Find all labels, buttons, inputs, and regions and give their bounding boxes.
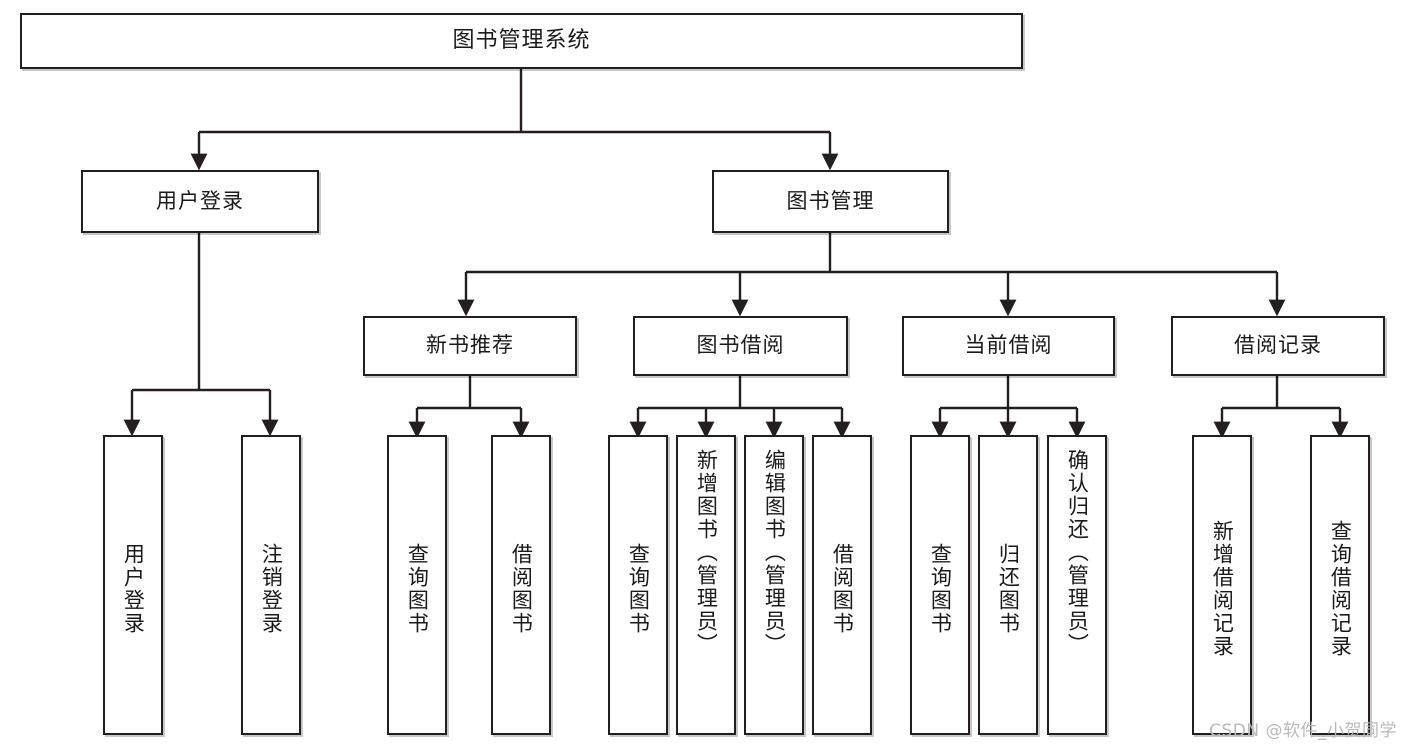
node-book-manage-label: 图书管理 (786, 188, 875, 213)
leaf-borrow-book-2-inner: 借阅图书 (830, 445, 855, 733)
node-leaf-return-book-label: 归还图书 (996, 543, 1021, 635)
node-leaf-add-record[interactable]: 新增借阅记录 (1192, 435, 1252, 735)
leaf-add-book-inner: 新增图书（管理员） (694, 445, 719, 737)
node-leaf-query-book-2-label: 查询图书 (626, 543, 651, 635)
node-borrow-record[interactable]: 借阅记录 (1171, 316, 1385, 376)
node-new-book-rec-label: 新书推荐 (426, 333, 514, 358)
node-leaf-borrow-book-1-label: 借阅图书 (509, 543, 534, 635)
node-leaf-borrow-book-2[interactable]: 借阅图书 (812, 435, 872, 735)
leaf-user-login-inner: 用户登录 (121, 445, 146, 733)
node-leaf-edit-book[interactable]: 编辑图书（管理员） (744, 435, 804, 735)
leaf-query-book-2-inner: 查询图书 (626, 445, 651, 733)
leaf-borrow-book-1-inner: 借阅图书 (509, 445, 534, 733)
node-leaf-borrow-book-2-label: 借阅图书 (830, 543, 855, 635)
node-root-label: 图书管理系统 (452, 27, 591, 53)
csdn-watermark: CSDN @软件_小贺同学 (1209, 721, 1397, 741)
node-leaf-logout-label: 注销登录 (259, 543, 284, 635)
node-leaf-return-book[interactable]: 归还图书 (978, 435, 1038, 735)
node-leaf-borrow-book-1[interactable]: 借阅图书 (491, 435, 551, 735)
node-leaf-add-book-label: 新增图书（管理员） (694, 449, 719, 656)
leaf-query-book-1-inner: 查询图书 (405, 445, 430, 733)
node-leaf-query-book-1-label: 查询图书 (405, 543, 430, 635)
node-book-borrow-label: 图书借阅 (696, 333, 785, 358)
node-leaf-query-book-2[interactable]: 查询图书 (608, 435, 668, 735)
node-current-borrow-label: 当前借阅 (964, 333, 1053, 358)
node-leaf-query-book-3[interactable]: 查询图书 (910, 435, 970, 735)
leaf-edit-book-inner: 编辑图书（管理员） (762, 445, 787, 737)
leaf-return-book-inner: 归还图书 (996, 445, 1021, 733)
node-current-borrow[interactable]: 当前借阅 (902, 316, 1115, 376)
node-leaf-query-book-3-label: 查询图书 (928, 543, 953, 635)
leaf-confirm-return-inner: 确认归还（管理员） (1065, 445, 1090, 737)
node-leaf-query-record[interactable]: 查询借阅记录 (1310, 435, 1370, 735)
node-borrow-record-label: 借阅记录 (1234, 333, 1322, 358)
node-leaf-add-book[interactable]: 新增图书（管理员） (676, 435, 736, 735)
node-leaf-confirm-return-label: 确认归还（管理员） (1065, 449, 1090, 656)
node-leaf-query-record-label: 查询借阅记录 (1328, 520, 1353, 658)
node-user-login-label: 用户登录 (156, 188, 244, 213)
node-root[interactable]: 图书管理系统 (20, 13, 1023, 69)
leaf-query-record-inner: 查询借阅记录 (1328, 445, 1353, 733)
node-leaf-edit-book-label: 编辑图书（管理员） (762, 449, 787, 656)
node-leaf-confirm-return[interactable]: 确认归还（管理员） (1047, 435, 1107, 735)
leaf-query-book-3-inner: 查询图书 (928, 445, 953, 733)
node-new-book-rec[interactable]: 新书推荐 (363, 316, 577, 376)
node-leaf-user-login-label: 用户登录 (121, 543, 146, 635)
node-book-manage[interactable]: 图书管理 (712, 170, 949, 233)
node-book-borrow[interactable]: 图书借阅 (633, 316, 848, 376)
node-user-login[interactable]: 用户登录 (81, 170, 319, 233)
leaf-add-record-inner: 新增借阅记录 (1210, 445, 1235, 733)
node-leaf-logout[interactable]: 注销登录 (241, 435, 301, 735)
node-leaf-query-book-1[interactable]: 查询图书 (387, 435, 447, 735)
node-leaf-user-login[interactable]: 用户登录 (103, 435, 163, 735)
leaf-logout-inner: 注销登录 (259, 445, 284, 733)
node-leaf-add-record-label: 新增借阅记录 (1210, 520, 1235, 658)
